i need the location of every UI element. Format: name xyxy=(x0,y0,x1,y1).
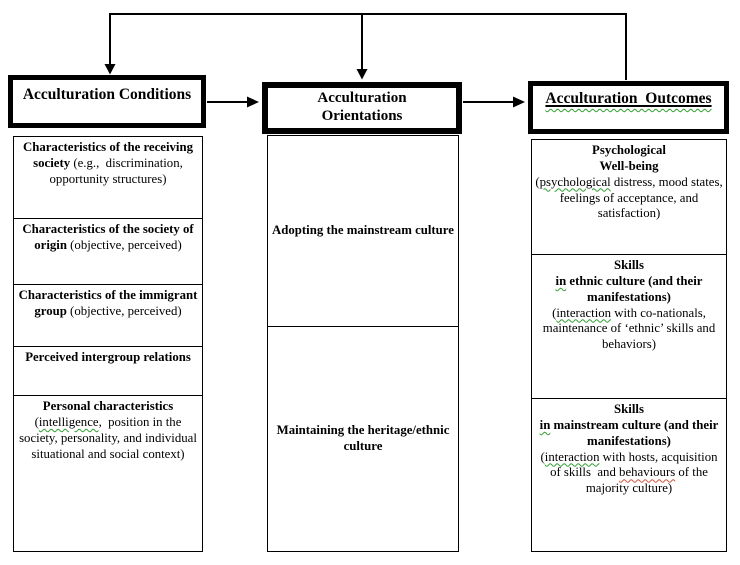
outcomes-header-label: Acculturation Outcomes xyxy=(545,90,712,107)
arrow-down-icon xyxy=(104,64,116,75)
cell-maintaining-heritage: Maintaining the heritage/ethnic culture xyxy=(268,326,458,551)
cell-immigrant-group: Characteristics of the immigrant group (… xyxy=(14,284,202,346)
conditions-header-label: Acculturation Conditions xyxy=(22,86,192,103)
feedback-line xyxy=(109,13,627,80)
cell-intergroup-relations: Perceived intergroup relations xyxy=(14,346,202,395)
cell-personal-characteristics: Personal characteristics(intelligence, p… xyxy=(14,395,202,551)
orientations-list: Adopting the mainstream culture Maintain… xyxy=(267,135,459,552)
conditions-list: Characteristics of the receiving society… xyxy=(13,136,203,552)
outcomes-header-box: Acculturation Outcomes xyxy=(528,81,729,134)
arrow-right-icon xyxy=(513,96,525,108)
arrow-right-icon xyxy=(247,96,259,108)
conditions-header-box: Acculturation Conditions xyxy=(8,75,206,128)
arrow-down-icon xyxy=(356,69,368,80)
cell-receiving-society: Characteristics of the receiving society… xyxy=(23,140,193,186)
cell-adopting-mainstream: Adopting the mainstream culture xyxy=(272,223,454,238)
cell-society-of-origin: Characteristics of the society of origin… xyxy=(14,218,202,284)
